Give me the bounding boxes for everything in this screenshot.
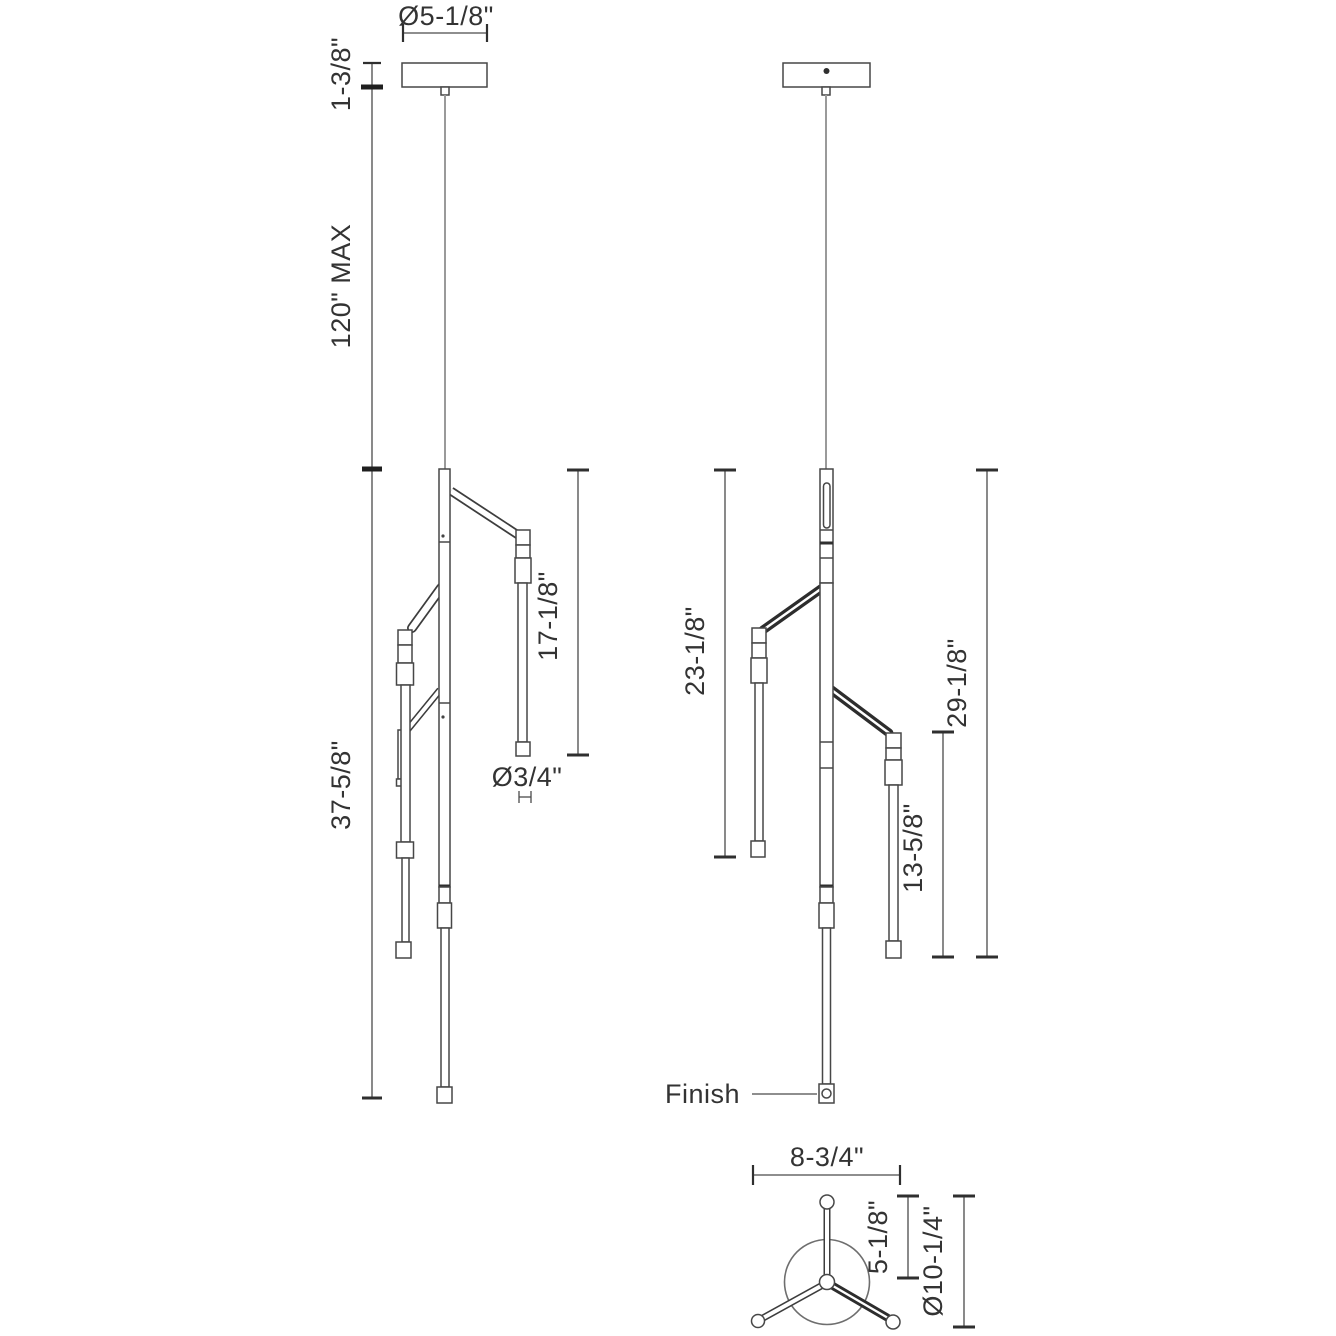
dim-overall-drop: 29-1/8"	[942, 638, 972, 728]
dim-lower-drop: 13-5/8"	[898, 803, 928, 893]
side-dim-overall-drop	[976, 468, 998, 959]
front-dim-tube-drop	[567, 468, 589, 757]
side-view: 23-1/8" 29-1/8" 13-5/8" Finish	[665, 62, 998, 1109]
front-dim-line	[361, 61, 383, 1100]
dim-tube-diameter: Ø3/4"	[492, 762, 563, 792]
canopy-front	[401, 62, 488, 88]
front-view: Ø5-1/8" 1-3/8" 120" MAX 37-5/8"	[326, 1, 589, 1104]
dim-arm-radius: 5-1/8"	[863, 1200, 893, 1274]
dim-canopy-height: 1-3/8"	[326, 37, 356, 111]
dim-suspension-max: 120" MAX	[326, 224, 356, 349]
dim-arm-spread: 8-3/4"	[790, 1142, 864, 1172]
dim-fixture-height: 37-5/8"	[326, 740, 356, 830]
front-center-stem	[436, 468, 453, 1104]
side-arm-upper-left	[758, 581, 830, 635]
plan-joint-lower-left	[750, 1313, 766, 1329]
canopy-side	[782, 62, 871, 88]
side-left-lamp-tube	[750, 627, 768, 858]
dim-canopy-diameter: Ø5-1/8"	[398, 1, 494, 31]
plan-arm-lower-right	[830, 1282, 891, 1322]
cable-gripper-side	[821, 86, 831, 96]
front-arm-right	[448, 487, 521, 539]
side-dim-lower-drop	[932, 730, 954, 959]
plan-arm-lower-left	[761, 1282, 823, 1322]
plan-joint-top	[819, 1194, 835, 1210]
side-arm-lower-right	[824, 683, 894, 738]
tube-diameter-bracket	[518, 791, 532, 803]
side-dim-upper-drop	[714, 468, 736, 859]
cable-gripper-front	[440, 86, 450, 96]
side-center-stem	[818, 468, 835, 1104]
dim-tube-drop: 17-1/8"	[533, 571, 563, 661]
dim-overall-diameter: Ø10-1/4"	[918, 1205, 948, 1316]
canopy-screw	[823, 68, 830, 74]
plan-dim-arm-spread	[751, 1165, 902, 1185]
front-left-lamp-tube	[395, 629, 415, 959]
finish-label: Finish	[665, 1079, 740, 1109]
dim-upper-drop: 23-1/8"	[680, 606, 710, 696]
plan-dim-overall-diameter	[953, 1194, 975, 1329]
plan-joint-center	[818, 1273, 836, 1291]
plan-dim-arm-radius	[897, 1194, 919, 1280]
side-right-lamp-tube	[884, 732, 903, 959]
plan-view: 8-3/4" 5-1/8"	[750, 1142, 975, 1330]
finish-sample-hole	[821, 1088, 832, 1099]
plan-joint-lower-right	[885, 1314, 901, 1330]
front-arm-left	[407, 583, 446, 633]
front-right-lamp-tube	[514, 529, 532, 757]
